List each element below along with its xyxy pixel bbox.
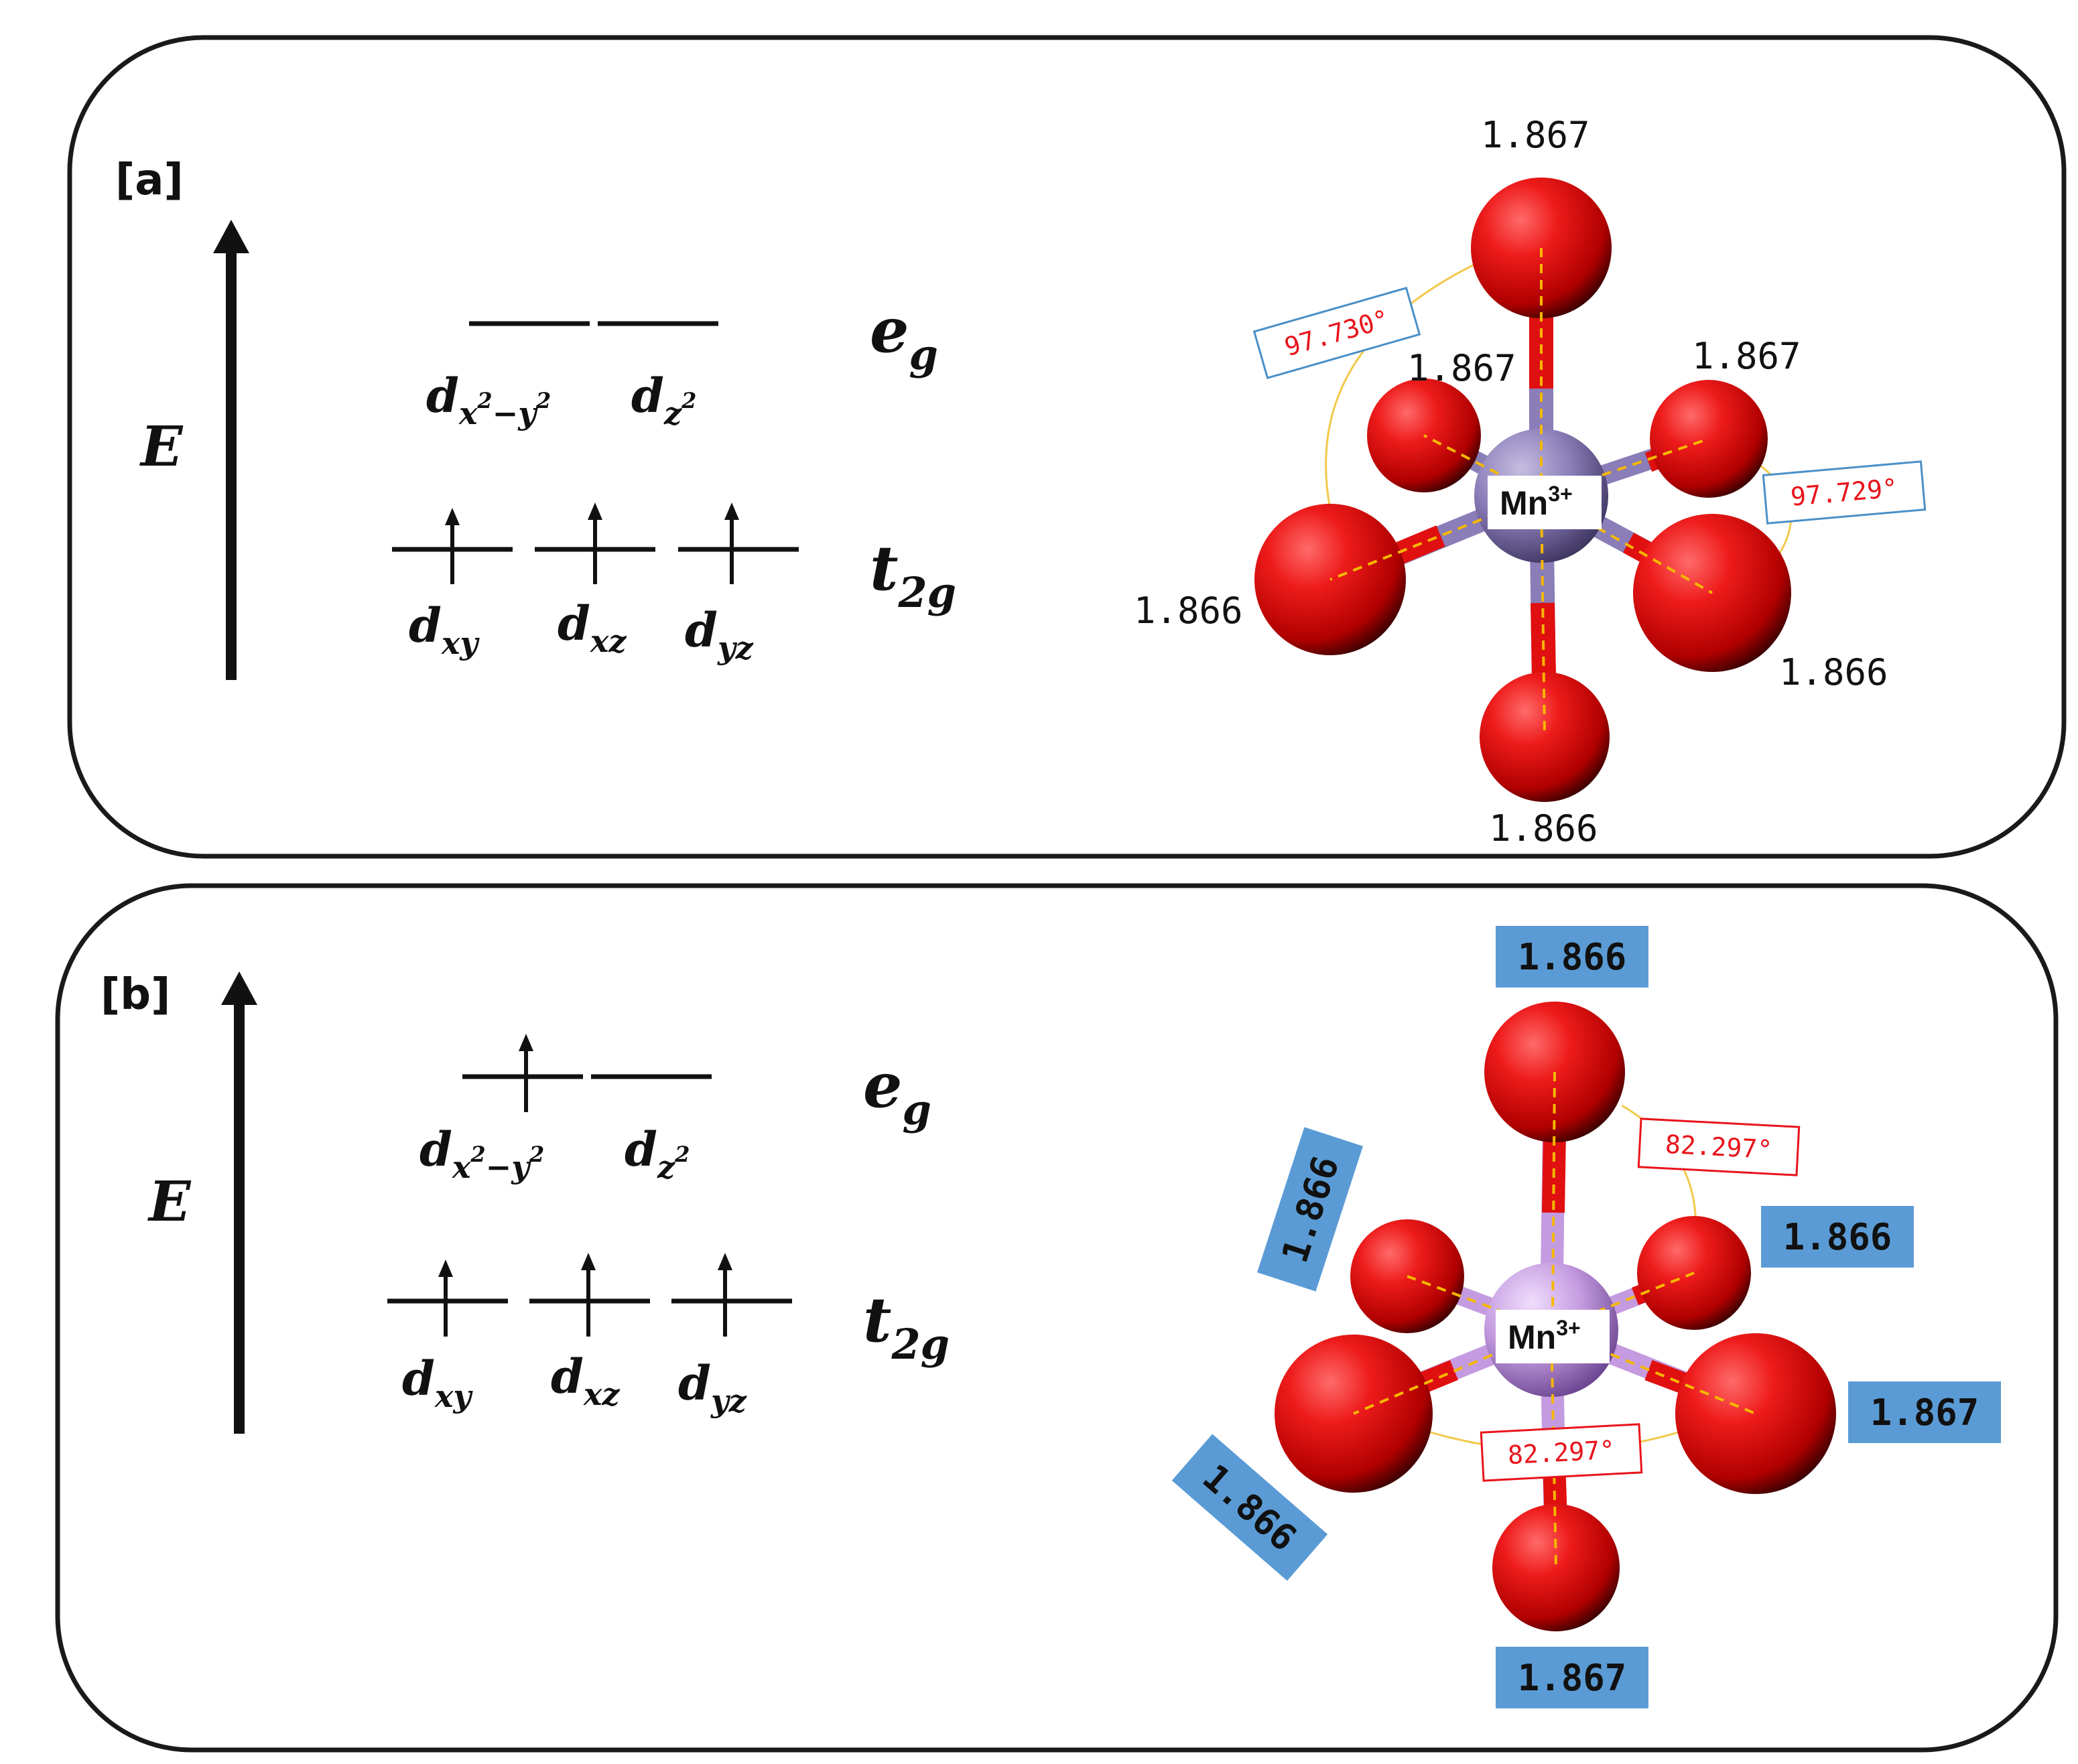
bond-length-front-right-b: 1.867	[1848, 1381, 2001, 1443]
oxygen-atom	[1492, 1504, 1620, 1631]
angle-label-b-1: 82.297°	[1637, 1117, 1801, 1176]
electron-up-arrow	[581, 1253, 596, 1337]
octahedron-a: Mn3+ 97.730° 97.729° 1.867 1.867 1.867 1…	[1134, 114, 1927, 850]
bond-length-front-left-a: 1.866	[1134, 590, 1243, 632]
svg-text:1.867: 1.867	[1518, 1657, 1627, 1699]
orbital-label-dx2y2-b: dx2−y2	[419, 1122, 544, 1185]
panel-b-frame	[55, 883, 2059, 1753]
bond-length-back-left-b: 1.866	[1257, 1127, 1363, 1292]
bond-length-back-right-b: 1.866	[1761, 1206, 1914, 1268]
orbital-label-dyz-b: dyz	[678, 1355, 747, 1419]
energy-axis-label-b: E	[147, 1170, 192, 1234]
svg-text:1.866: 1.866	[1518, 936, 1627, 978]
panel-b-tag: [b]	[101, 970, 170, 1020]
bond-length-front-right-a: 1.866	[1779, 651, 1888, 693]
bond-length-back-right-a: 1.867	[1692, 335, 1801, 377]
bond-length-top-a: 1.867	[1481, 114, 1590, 156]
bond-length-back-left-a: 1.867	[1407, 347, 1516, 389]
electron-up-arrow	[445, 508, 460, 584]
panel-a-tag: [a]	[115, 155, 184, 205]
bond-length-bottom-a: 1.866	[1489, 807, 1598, 850]
bond-length-bottom-b: 1.867	[1496, 1647, 1648, 1708]
svg-text:82.297°: 82.297°	[1507, 1435, 1616, 1470]
eg-group-label-b: eg	[863, 1049, 931, 1134]
orbital-label-dz2-b: dz2	[625, 1122, 690, 1185]
orbital-label-dxz-a: dxz	[558, 596, 627, 659]
angle-label-a-1: 97.730°	[1252, 287, 1421, 379]
orbital-label-dxz-b: dxz	[551, 1349, 620, 1412]
energy-arrow-a	[213, 220, 249, 680]
panel-b: [b] E dx2−y2 dz2 eg dxy	[55, 883, 2059, 1753]
orbital-label-dx2y2-a: dx2−y2	[426, 368, 551, 431]
electron-up-arrow	[438, 1260, 453, 1337]
center-label-a: Mn3+	[1500, 482, 1573, 522]
svg-text:82.297°: 82.297°	[1665, 1130, 1773, 1164]
angle-arc	[1325, 260, 1482, 510]
bond-length-top-b: 1.866	[1496, 926, 1648, 988]
electron-up-arrow	[588, 502, 602, 584]
electron-up-arrow	[519, 1034, 533, 1112]
eg-group-label-a: eg	[870, 294, 938, 379]
panel-a-frame	[67, 35, 2067, 859]
panel-a: [a] E dx2−y2 dz2 eg	[67, 35, 2067, 859]
center-label-box-b	[1496, 1310, 1610, 1363]
oxygen-atom	[1675, 1333, 1836, 1494]
angle-label-b-2: 82.297°	[1480, 1423, 1643, 1482]
electron-up-arrow	[724, 502, 739, 584]
orbital-label-dz2-a: dz2	[631, 368, 696, 431]
orbital-label-dxy-b: dxy	[402, 1351, 473, 1414]
t2g-electrons-b	[438, 1253, 732, 1337]
svg-text:1.867: 1.867	[1870, 1392, 1979, 1434]
t2g-group-label-a: t2g	[870, 532, 956, 617]
center-label-b: Mn3+	[1508, 1316, 1581, 1356]
energy-axis-label-a: E	[139, 415, 184, 479]
electron-up-arrow	[718, 1253, 732, 1337]
octahedron-b: Mn3+ 82.297° 82.297° 1.866 1.866 1.866	[1171, 926, 2001, 1708]
orbital-label-dyz-a: dyz	[685, 602, 754, 666]
energy-arrow-b	[221, 971, 257, 1434]
t2g-electrons-a	[445, 502, 739, 584]
svg-text:1.866: 1.866	[1783, 1216, 1892, 1258]
t2g-group-label-b: t2g	[863, 1284, 950, 1369]
orbital-label-dxy-a: dxy	[409, 598, 480, 661]
angle-label-a-2: 97.729°	[1762, 460, 1927, 525]
center-label-box-a	[1488, 476, 1602, 529]
